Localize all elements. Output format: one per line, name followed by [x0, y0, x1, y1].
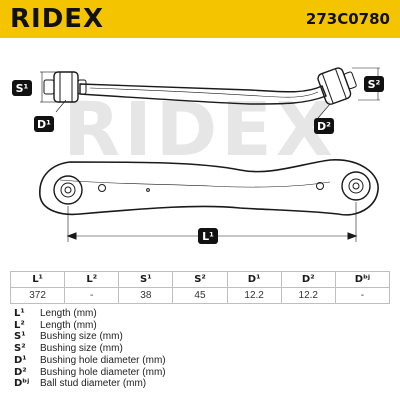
callout-d2: D² — [314, 118, 334, 134]
svg-text:D²: D² — [317, 120, 331, 133]
legend-key: L¹ — [14, 308, 25, 319]
callout-d1: D¹ — [34, 116, 54, 132]
spec-table-header-row: L¹ L² S¹ S² D¹ D² Dᵇʲ — [9, 271, 391, 288]
col-header: S² — [172, 271, 228, 288]
table-cell: 45 — [172, 287, 228, 304]
svg-text:D¹: D¹ — [37, 118, 51, 131]
legend-desc: Bushing hole diameter (mm) — [40, 366, 166, 378]
spec-table: L¹ L² S¹ S² D¹ D² Dᵇʲ 372 - 38 45 12.2 1… — [9, 271, 391, 304]
legend-desc: Bushing size (mm) — [40, 331, 123, 343]
legend-item: S¹ Bushing size (mm) — [14, 331, 166, 343]
legend-key: S¹ — [14, 331, 26, 343]
col-header: L² — [64, 271, 120, 288]
part-number: 273C0780 — [305, 10, 390, 28]
left-bushing-top — [53, 71, 79, 103]
arm-side-view — [39, 159, 379, 216]
svg-text:L¹: L¹ — [202, 230, 214, 243]
spec-table-value-row: 372 - 38 45 12.2 12.2 - — [9, 287, 391, 304]
callout-s1: S¹ — [12, 80, 32, 96]
right-eye — [341, 171, 371, 201]
legend-desc: Ball stud diameter (mm) — [40, 378, 147, 390]
table-cell: 372 — [9, 287, 66, 304]
table-cell: 12.2 — [226, 287, 282, 304]
svg-text:S¹: S¹ — [16, 82, 29, 95]
col-header: D² — [280, 271, 336, 288]
legend-item: D² Bushing hole diameter (mm) — [14, 367, 166, 379]
table-cell: 12.2 — [280, 287, 336, 304]
arm-top-view — [79, 83, 327, 105]
right-bushing-top — [317, 67, 357, 105]
legend-desc: Bushing size (mm) — [40, 343, 123, 355]
col-header: Dᵇʲ — [334, 271, 391, 288]
legend-key: L² — [14, 319, 25, 331]
legend-item: L² Length (mm) — [14, 320, 166, 332]
legend-item: S² Bushing size (mm) — [14, 343, 166, 355]
legend-desc: Bushing hole diameter (mm) — [40, 354, 166, 366]
legend-desc: Length (mm) — [40, 319, 97, 331]
legend-item: Dᵇʲ Ball stud diameter (mm) — [14, 378, 166, 390]
legend-key: D¹ — [14, 354, 27, 366]
technical-drawing: S¹ D¹ S² D² L¹ — [12, 67, 384, 244]
col-header: L¹ — [9, 271, 66, 288]
callout-s2: S² — [364, 76, 384, 92]
table-cell: 38 — [118, 287, 174, 304]
table-cell: - — [334, 287, 391, 304]
legend-item: L¹ Length (mm) — [14, 308, 166, 320]
svg-text:S²: S² — [368, 78, 381, 91]
left-eye — [53, 175, 83, 205]
legend: L¹ Length (mm) L² Length (mm) S¹ Bushing si… — [14, 308, 166, 390]
header-bar: RIDEX 273C0780 — [0, 0, 400, 38]
col-header: S¹ — [118, 271, 174, 288]
col-header: D¹ — [226, 271, 282, 288]
legend-desc: Length (mm) — [40, 308, 97, 319]
legend-item: D¹ Bushing hole diameter (mm) — [14, 355, 166, 367]
legend-key: D² — [14, 366, 27, 378]
legend-key: S² — [14, 343, 26, 355]
brand-logo: RIDEX — [10, 4, 105, 34]
callout-l1: L¹ — [198, 228, 218, 244]
legend-key: Dᵇʲ — [14, 378, 30, 390]
table-cell: - — [64, 287, 120, 304]
